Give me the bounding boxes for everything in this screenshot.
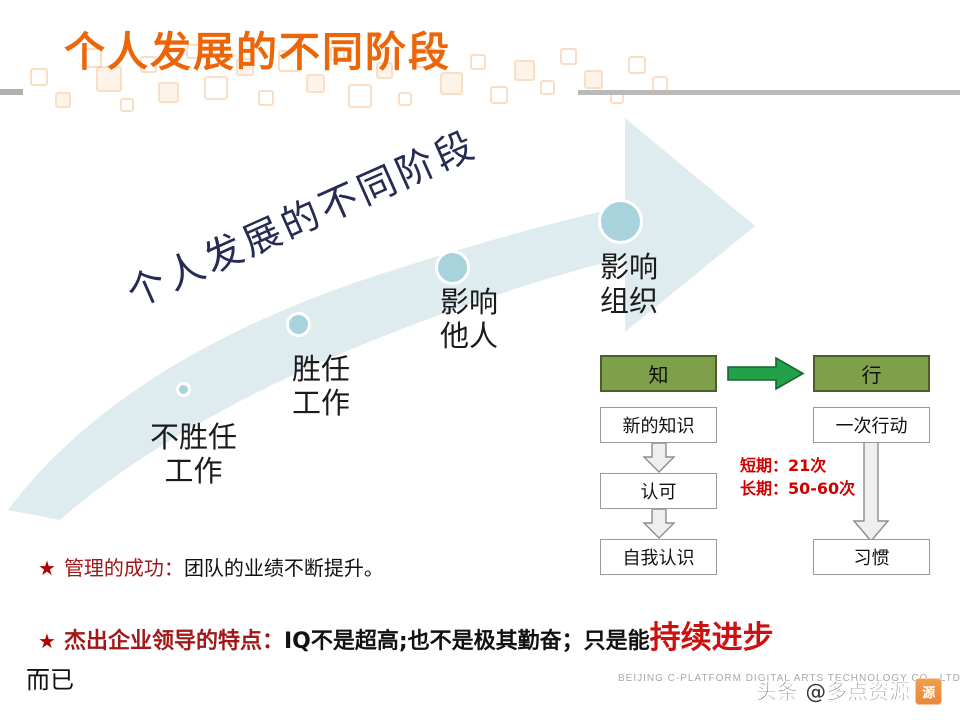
watermark-badge-icon: 源 — [915, 677, 943, 705]
growth-arrow — [0, 100, 760, 520]
header-rule-left — [0, 89, 23, 95]
bullet-two-lead: 杰出企业领导的特点： — [63, 629, 284, 654]
bullet-two: ★ 杰出企业领导的特点：IQ不是超高;也不是极其勤奋；只是能持续进步 — [38, 612, 774, 657]
bullet-two-rest: IQ不是超高;也不是极其勤奋；只是能 — [283, 629, 650, 654]
stage-dot-2 — [286, 312, 311, 337]
bullet-one: ★ 管理的成功：团队的业绩不断提升。 — [38, 552, 384, 581]
watermark: 头条 @多点资源 源 — [756, 676, 943, 706]
bullet-two-highlight: 持续进步 — [649, 620, 774, 656]
flow-box-right-2: 习惯 — [813, 539, 930, 575]
flow-box-left-2: 认可 — [600, 473, 717, 509]
stage-label-1: 不胜任 工作 — [150, 420, 238, 489]
stage-label-2: 胜任 工作 — [292, 352, 351, 421]
bullet-one-lead: 管理的成功： — [63, 556, 184, 580]
flow-box-left-3: 自我认识 — [600, 539, 717, 575]
flow-box-left-1: 新的知识 — [600, 407, 717, 443]
flow-head-xing: 行 — [813, 355, 930, 392]
knowledge-action-flowchart: 知 行 新的知识 认可 自我认识 一次行动 习惯 短期：21次 长期：50-60… — [580, 345, 950, 585]
star-icon: ★ — [38, 629, 56, 653]
watermark-label: 头条 @多点资源 — [756, 680, 911, 704]
flow-head-zhi: 知 — [600, 355, 717, 392]
bullet-one-rest: 团队的业绩不断提升。 — [183, 556, 384, 580]
stage-dot-4 — [598, 199, 643, 244]
header-rule-right — [578, 90, 960, 95]
flow-box-right-1: 一次行动 — [813, 407, 930, 443]
star-icon: ★ — [38, 556, 56, 580]
frequency-note: 短期：21次 长期：50-60次 — [740, 456, 856, 498]
stage-label-3: 影响 他人 — [440, 285, 499, 354]
stage-dot-3 — [435, 250, 470, 285]
page-title: 个人发展的不同阶段 — [64, 28, 451, 76]
footer-text: BEIJING C-PLATFORM DIGITAL ARTS TECHNOLO… — [618, 673, 960, 684]
stage-dot-1 — [176, 382, 191, 397]
bullet-three: 而已 — [26, 666, 74, 694]
stage-label-4: 影响 组织 — [600, 250, 659, 319]
